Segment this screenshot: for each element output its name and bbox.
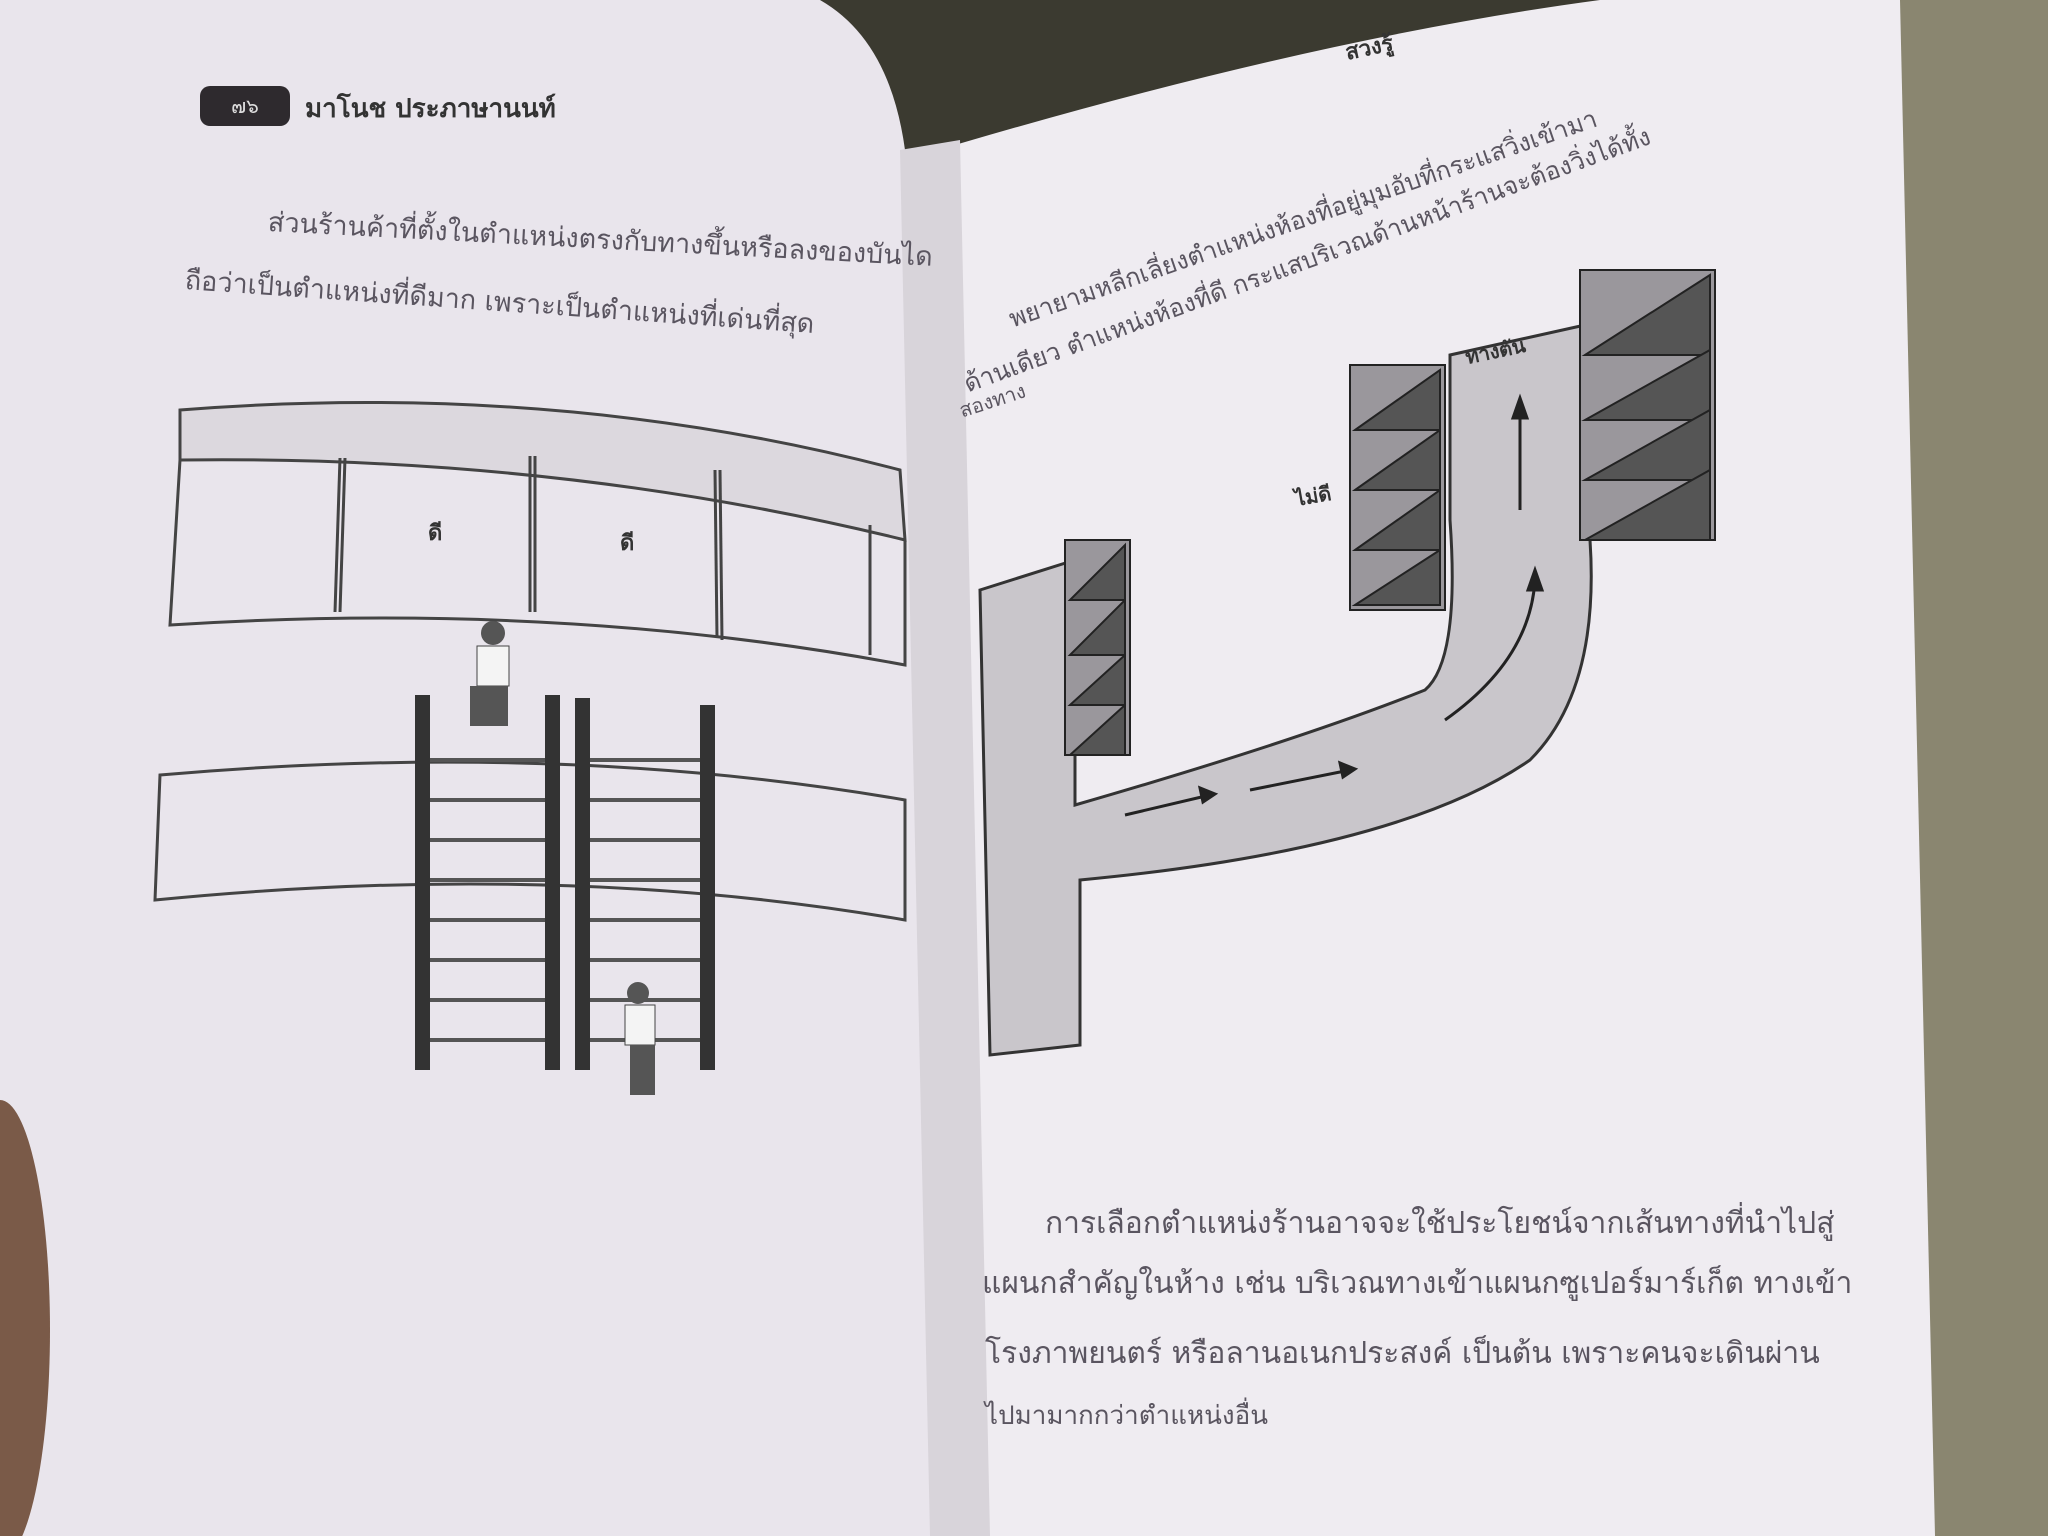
shops-left — [1064, 539, 1131, 756]
running-header-author: มาโนช ประภาษานนท์ — [305, 94, 556, 124]
right-bottom-line-4: ไปมามากกว่าตำแหน่งอื่น — [985, 1401, 1268, 1431]
thumb — [0, 1100, 50, 1536]
shops-right — [1579, 269, 1716, 541]
left-page — [0, 0, 935, 1536]
storefront-diagram — [153, 401, 907, 922]
label-good-2: ดี — [620, 531, 635, 556]
person-bottom — [624, 982, 656, 1095]
escalator-up — [415, 695, 560, 1070]
right-bottom-line-3: โรงภาพยนตร์ หรือลานอเนกประสงค์ เป็นต้น เ… — [985, 1336, 1820, 1371]
label-good-1: ดี — [428, 521, 443, 546]
page-number-badge: ๗๖ — [200, 86, 290, 126]
right-bottom-line-1: การเลือกตำแหน่งร้านอาจจะใช้ประโยชน์จากเส… — [1045, 1206, 1835, 1241]
right-bottom-line-2: แผนกสำคัญในห้าง เช่น บริเวณทางเข้าแผนกซู… — [982, 1266, 1853, 1301]
gutter-shadow — [900, 140, 990, 1536]
escalator-down — [575, 698, 715, 1070]
shops-bad — [1349, 364, 1446, 611]
label-not-good: ไม่ดี — [1293, 481, 1334, 511]
person-top — [470, 621, 510, 726]
flow-arrows — [1124, 393, 1545, 817]
corridor-diagram — [978, 269, 1716, 1057]
